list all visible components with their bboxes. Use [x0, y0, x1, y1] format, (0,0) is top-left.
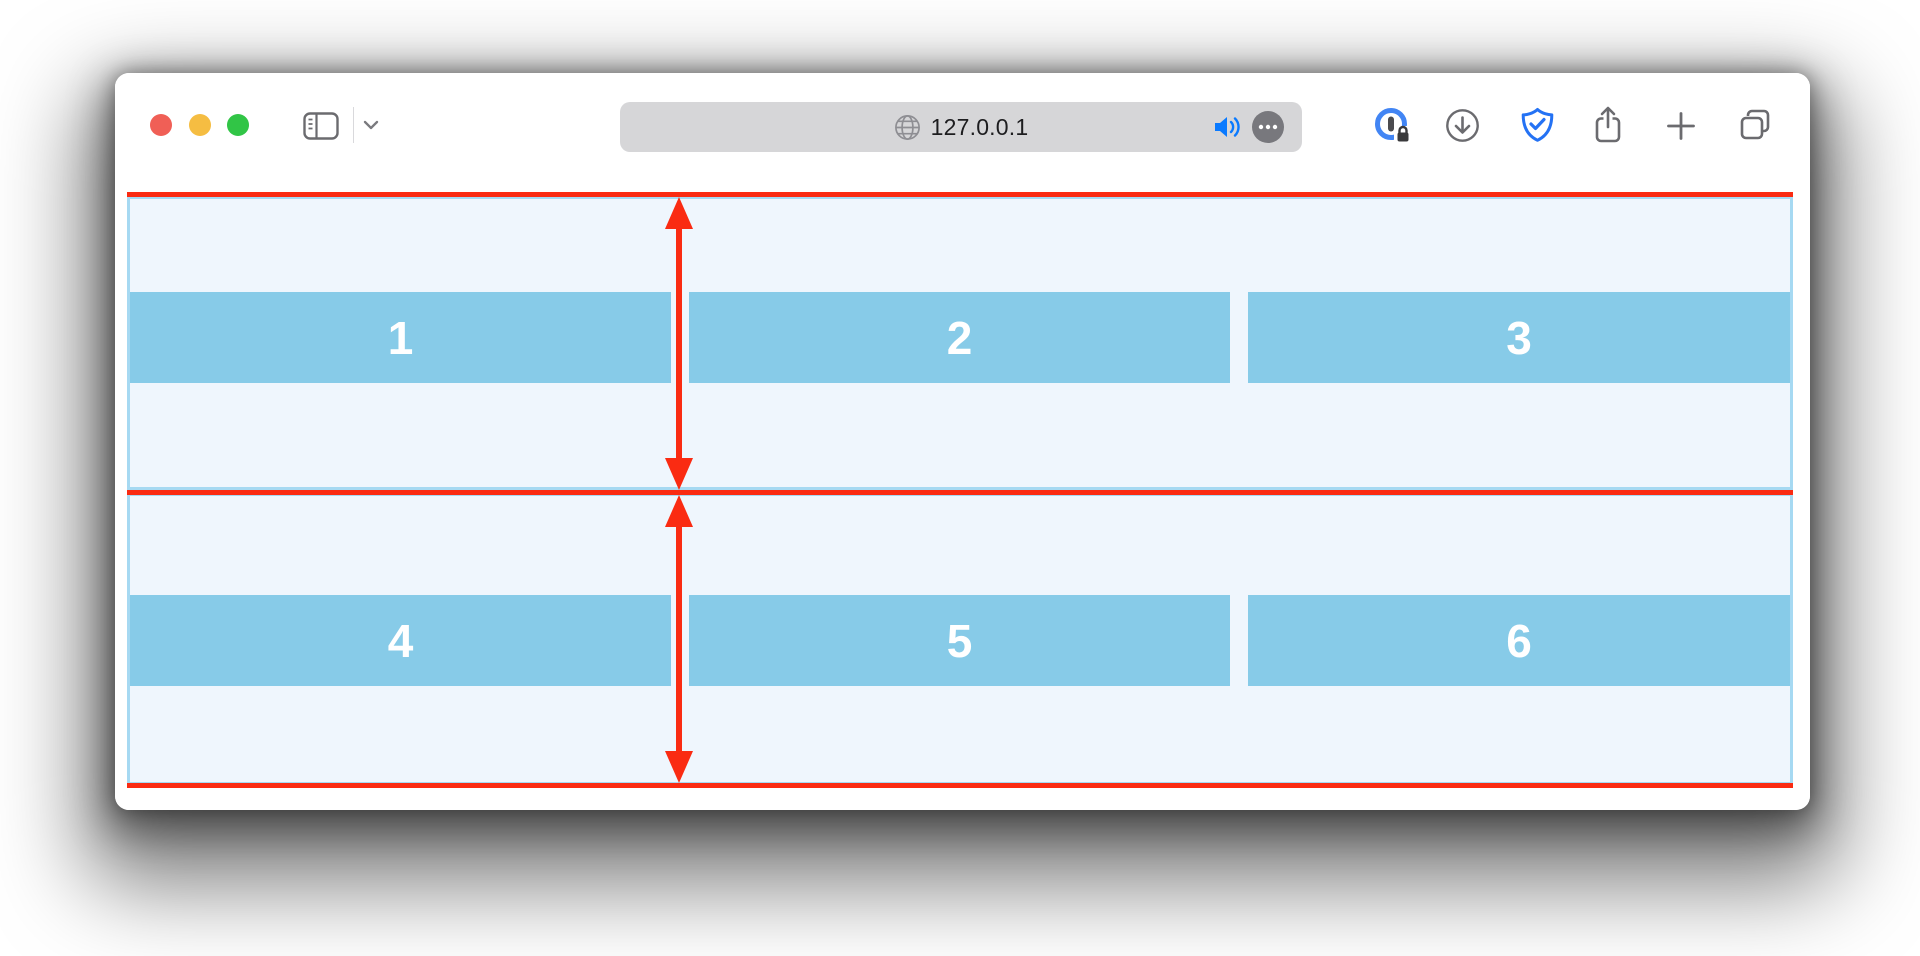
container1-top-marker-line: [127, 192, 1793, 197]
chevron-down-icon: [361, 117, 381, 138]
flex-item-2: 2: [689, 292, 1230, 383]
onepassword-extension-button[interactable]: [1372, 106, 1414, 151]
new-tab-button[interactable]: [1666, 111, 1696, 146]
close-window-button[interactable]: [150, 114, 172, 136]
url-text: 127.0.0.1: [930, 113, 1029, 140]
share-button[interactable]: [1591, 105, 1625, 150]
globe-icon: [894, 114, 921, 141]
tab-group-dropdown-button[interactable]: [361, 117, 381, 138]
browser-window: 127.0.0.1: [115, 73, 1810, 810]
flex-item-label: 2: [946, 311, 973, 364]
flex-item-label: 3: [1506, 311, 1532, 364]
flex-item-1: 1: [130, 292, 671, 383]
ellipsis-icon: [1258, 124, 1278, 130]
shield-check-icon: [1519, 106, 1556, 149]
browser-toolbar: 127.0.0.1: [115, 73, 1810, 160]
share-icon: [1591, 105, 1625, 150]
flex-item-label: 4: [387, 614, 414, 667]
minimize-window-button[interactable]: [189, 114, 211, 136]
download-arrow-icon: [1445, 108, 1480, 148]
flex-item-4: 4: [130, 595, 671, 686]
privacy-protection-button[interactable]: [1519, 106, 1556, 149]
sidebar-toggle-button[interactable]: [302, 111, 340, 146]
flex-item-5: 5: [689, 595, 1230, 686]
tab-overview-icon: [1736, 107, 1774, 148]
onepassword-lock-icon: [1372, 106, 1414, 151]
address-bar[interactable]: 127.0.0.1: [620, 102, 1302, 152]
page-menu-button[interactable]: [1252, 111, 1284, 143]
zoom-window-button[interactable]: [227, 114, 249, 136]
audio-playing-button[interactable]: [1211, 113, 1243, 141]
sidebar-icon: [302, 111, 340, 146]
flex-item-6: 6: [1248, 595, 1790, 686]
tab-overview-button[interactable]: [1736, 107, 1774, 148]
downloads-button[interactable]: [1445, 108, 1480, 148]
toolbar-divider: [353, 107, 354, 143]
flex-item-label: 6: [1506, 614, 1532, 667]
flex-container-1: 1 2 3: [127, 196, 1793, 490]
page-viewport: 1 2 3 4 5 6: [115, 160, 1810, 810]
flex-item-label: 5: [946, 614, 973, 667]
flex-container-2: 4 5 6: [127, 493, 1793, 785]
flex-item-3: 3: [1248, 292, 1790, 383]
flex-item-label: 1: [387, 311, 414, 364]
plus-icon: [1666, 111, 1696, 146]
container-boundary-marker-line: [127, 490, 1793, 495]
container2-bottom-marker-line: [127, 783, 1793, 788]
